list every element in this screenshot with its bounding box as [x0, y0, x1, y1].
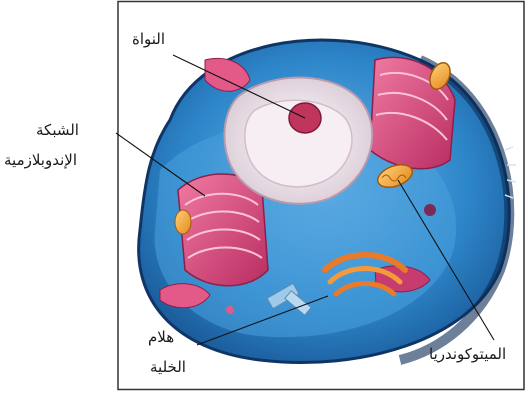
nucleus-label: النواة	[132, 32, 165, 47]
nucleus	[224, 78, 372, 204]
cytoplasm-label-line1: هلام	[148, 330, 174, 345]
cytoplasm-label-line2: الخلية	[150, 360, 186, 375]
er-label-line2: الإندوبلازمية	[4, 153, 77, 168]
mitochondria-label: الميتوكوندريا	[429, 347, 506, 362]
er-label-line1: الشبكة	[36, 123, 79, 138]
